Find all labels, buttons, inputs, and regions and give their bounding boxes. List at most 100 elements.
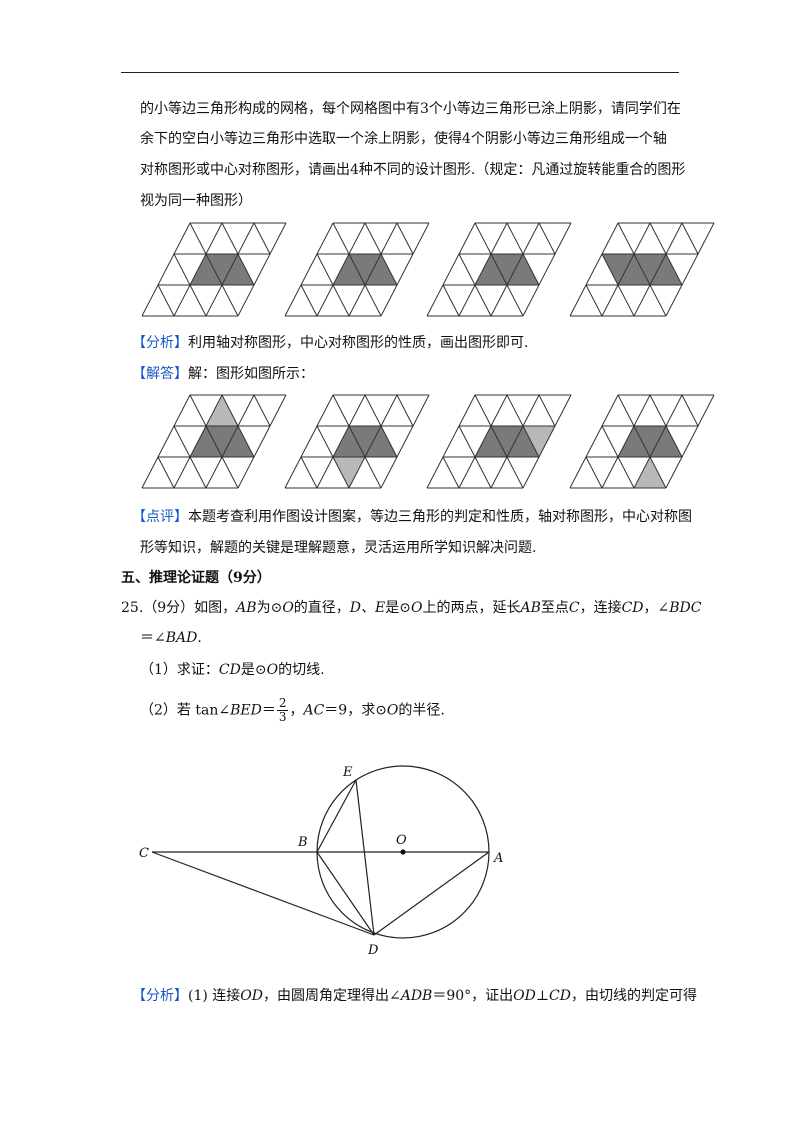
line-eb — [316, 779, 357, 853]
grid-line — [380, 222, 430, 317]
grid-line — [458, 253, 492, 317]
grid-line — [681, 222, 699, 255]
line-cd — [151, 851, 375, 936]
grid-line — [364, 394, 398, 458]
q25-part-1: （1）求证：CD是⊙O的切线. — [140, 662, 325, 678]
grid-line — [316, 222, 366, 317]
comment-line-2: 形等知识，解题的关键是理解题意，灵活运用所学知识解决问题. — [140, 540, 537, 556]
intro-line-3: 对称图形或中心对称图形，请画出4种不同的设计图形.（规定：凡通过旋转能重合的图形 — [140, 162, 686, 178]
shaded-triangle — [222, 254, 254, 285]
shaded-triangle — [491, 254, 523, 285]
shaded-triangle — [222, 426, 254, 457]
grid-line — [396, 394, 414, 427]
analysis-tag: 【分析】 — [132, 335, 188, 351]
triangle-grid — [284, 394, 430, 489]
grid-line — [173, 425, 207, 489]
grid-line — [458, 222, 508, 317]
grid-line — [538, 222, 556, 255]
grid-line — [284, 222, 334, 317]
shaded-triangle — [206, 426, 238, 457]
grid-line — [474, 222, 524, 317]
grid-line — [157, 456, 175, 489]
grid-line — [332, 222, 382, 317]
triangle-grid — [141, 394, 287, 489]
grid-line — [173, 394, 223, 489]
grid-line — [253, 394, 271, 427]
intro-line-2: 余下的空白小等边三角形中选取一个涂上阴影，使得4个阴影小等边三角形组成一个轴 — [140, 131, 667, 147]
grid-line — [522, 394, 572, 489]
grid-line — [474, 394, 524, 489]
shaded-triangle — [618, 254, 650, 285]
grid-line — [426, 394, 476, 489]
shaded-triangle — [206, 254, 238, 285]
shaded-triangle — [190, 254, 222, 285]
label-d: D — [367, 943, 379, 958]
line-ed — [355, 779, 375, 936]
shaded-triangle — [365, 254, 397, 285]
grid-line — [300, 284, 318, 317]
label-c: C — [139, 846, 149, 861]
grid-line — [316, 394, 366, 489]
shaded-triangle — [523, 426, 555, 457]
grid-line — [506, 394, 540, 458]
section-title: 五、推理论证题（9分） — [121, 570, 271, 586]
analysis-1: 【分析】利用轴对称图形，中心对称图形的性质，画出图形即可. — [132, 333, 528, 353]
grid-line — [522, 222, 572, 317]
triangle-grid — [426, 222, 572, 317]
shaded-triangle — [507, 426, 539, 457]
grid-line — [649, 394, 683, 458]
grid-line — [284, 394, 334, 489]
shaded-triangle — [333, 457, 365, 488]
triangle-grid — [141, 222, 287, 317]
grid-line — [348, 222, 398, 317]
grid-line — [300, 456, 318, 489]
grid-line — [205, 222, 255, 317]
grid-line — [601, 253, 635, 317]
shaded-triangle — [491, 426, 523, 457]
triangle-grid — [284, 222, 430, 317]
grid-line — [141, 222, 191, 317]
grid-line — [490, 222, 540, 317]
shaded-triangle — [206, 395, 238, 426]
grid-line — [665, 394, 715, 489]
shaded-triangle — [475, 426, 507, 457]
grid-line — [253, 222, 271, 255]
grid-line — [316, 425, 350, 489]
grid-line — [189, 394, 239, 489]
shaded-triangle — [507, 254, 539, 285]
grid-line — [617, 394, 667, 489]
q25-line-1: 25.（9分）如图，AB为⊙O的直径，D、E是⊙O上的两点，延长AB至点C，连接… — [121, 600, 702, 616]
grid-line — [442, 456, 460, 489]
shaded-triangle — [618, 426, 650, 457]
grid-line — [458, 425, 492, 489]
triangle-grid — [426, 394, 572, 489]
grid-line — [649, 222, 683, 286]
shaded-triangle — [349, 426, 381, 457]
shaded-triangle — [602, 254, 634, 285]
grid-line — [601, 394, 651, 489]
shaded-triangle — [190, 426, 222, 457]
grid-line — [348, 394, 398, 489]
grid-line — [173, 253, 207, 317]
grid-line — [380, 394, 430, 489]
shaded-triangle — [365, 426, 397, 457]
line-bd — [316, 851, 375, 936]
shaded-triangle — [634, 254, 666, 285]
grid-line — [221, 222, 255, 286]
grid-line — [569, 394, 619, 489]
shaded-triangle — [333, 254, 365, 285]
grid-line — [205, 394, 255, 489]
grid-line — [316, 253, 350, 317]
grid-line — [585, 456, 603, 489]
shaded-triangle — [634, 426, 666, 457]
grid-line — [237, 222, 287, 317]
shaded-triangle — [349, 254, 381, 285]
answer-text: 解：图形如图所示： — [188, 366, 314, 382]
grid-line — [237, 394, 287, 489]
triangle-grid — [569, 394, 715, 489]
header-rule — [121, 72, 679, 73]
shaded-triangle — [650, 254, 682, 285]
